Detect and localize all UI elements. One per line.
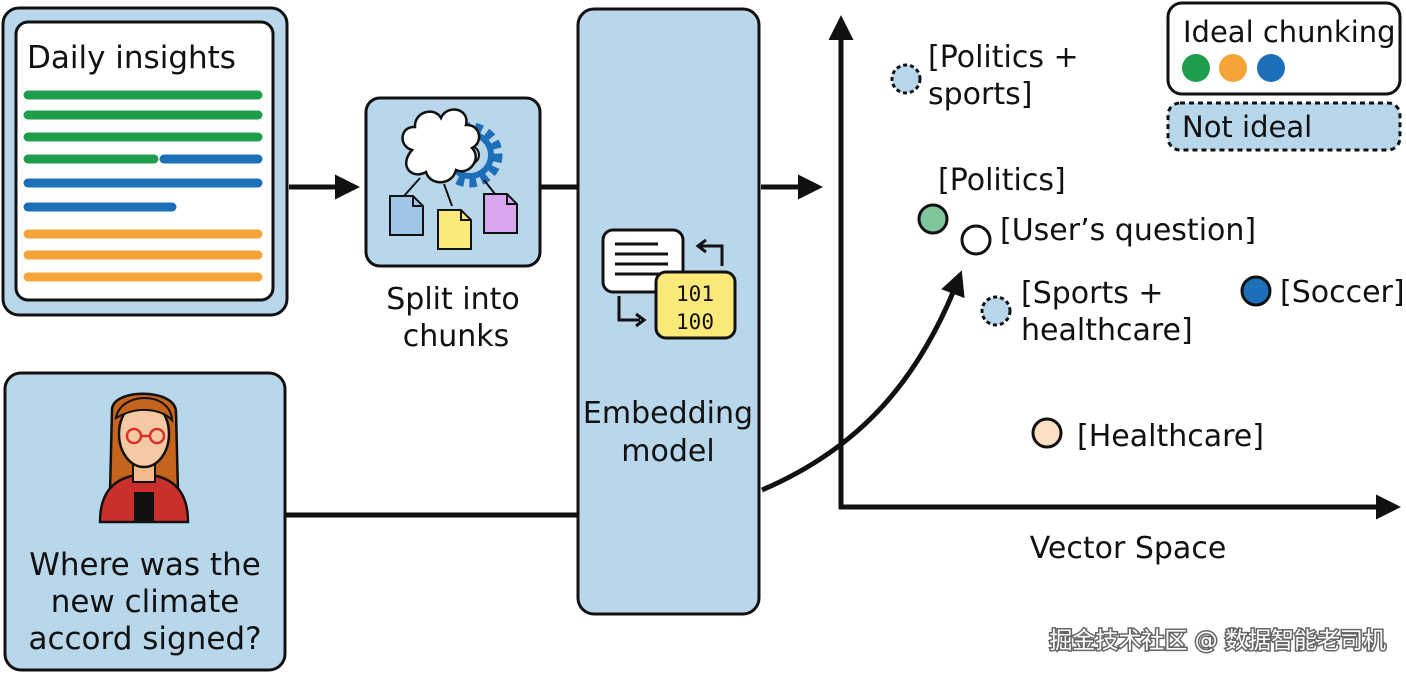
chunk-connectors	[403, 177, 496, 207]
legend-swatch-green	[1182, 54, 1210, 82]
point-label: [Sports +	[1021, 276, 1164, 311]
person-avatar	[98, 392, 190, 524]
vector-point-query: [User’s question]	[960, 213, 1256, 256]
user-question-line: new climate	[51, 584, 240, 620]
legend: Ideal chunking Not ideal	[1166, 1, 1402, 152]
chunk-file-icon	[483, 193, 518, 234]
chunk-file-icon	[389, 195, 424, 236]
vector-point: [Politics + sports]	[890, 40, 1079, 112]
split-label: Split into	[386, 282, 520, 317]
vector-point: [Healthcare]	[1031, 417, 1264, 454]
user-question-line: accord signed?	[28, 621, 261, 657]
legend-not-ideal-label: Not ideal	[1182, 110, 1312, 144]
vector-point: [Politics]	[917, 163, 1066, 235]
point-label: [User’s question]	[1000, 213, 1256, 248]
cloud-icon	[401, 108, 481, 184]
vector-point: [Soccer]	[1240, 275, 1405, 310]
watermark: 掘金技术社区 @ 数据智能老司机	[1049, 628, 1386, 654]
binary-line: 101	[676, 282, 714, 306]
binary-vector-icon: 101 100	[654, 270, 737, 340]
axis-label: Vector Space	[1030, 531, 1227, 566]
transform-arrow-icon	[617, 238, 724, 328]
document-title: Daily insights	[27, 40, 236, 76]
arrow-query-embedding	[761, 270, 965, 493]
binary-line: 100	[676, 310, 714, 334]
point-label: healthcare]	[1021, 313, 1193, 348]
point-label: [Politics +	[928, 40, 1079, 75]
point-label: [Politics]	[938, 163, 1066, 198]
user-question-line: Where was the	[29, 547, 261, 583]
embedding-panel: 101 100	[576, 7, 761, 616]
legend-swatch-orange	[1219, 54, 1247, 82]
legend-swatch-blue	[1257, 54, 1285, 82]
vector-space-axes	[828, 15, 1401, 520]
split-panel	[364, 96, 542, 268]
embedding-label: Embedding	[583, 396, 753, 431]
point-label: [Soccer]	[1280, 275, 1405, 310]
chunk-file-icon	[437, 209, 472, 250]
vector-point: [Sports + healthcare]	[980, 276, 1193, 348]
user-panel: Where was the new climate accord signed?	[3, 371, 287, 672]
legend-not-ideal-box	[1166, 101, 1402, 152]
point-label: [Healthcare]	[1077, 419, 1264, 454]
document-lines	[23, 90, 263, 282]
document-panel: Daily insights	[1, 6, 289, 317]
embedding-label: model	[621, 434, 714, 469]
point-label: sports]	[928, 77, 1032, 112]
legend-ideal-label: Ideal chunking	[1183, 15, 1396, 49]
split-label: chunks	[403, 319, 510, 354]
